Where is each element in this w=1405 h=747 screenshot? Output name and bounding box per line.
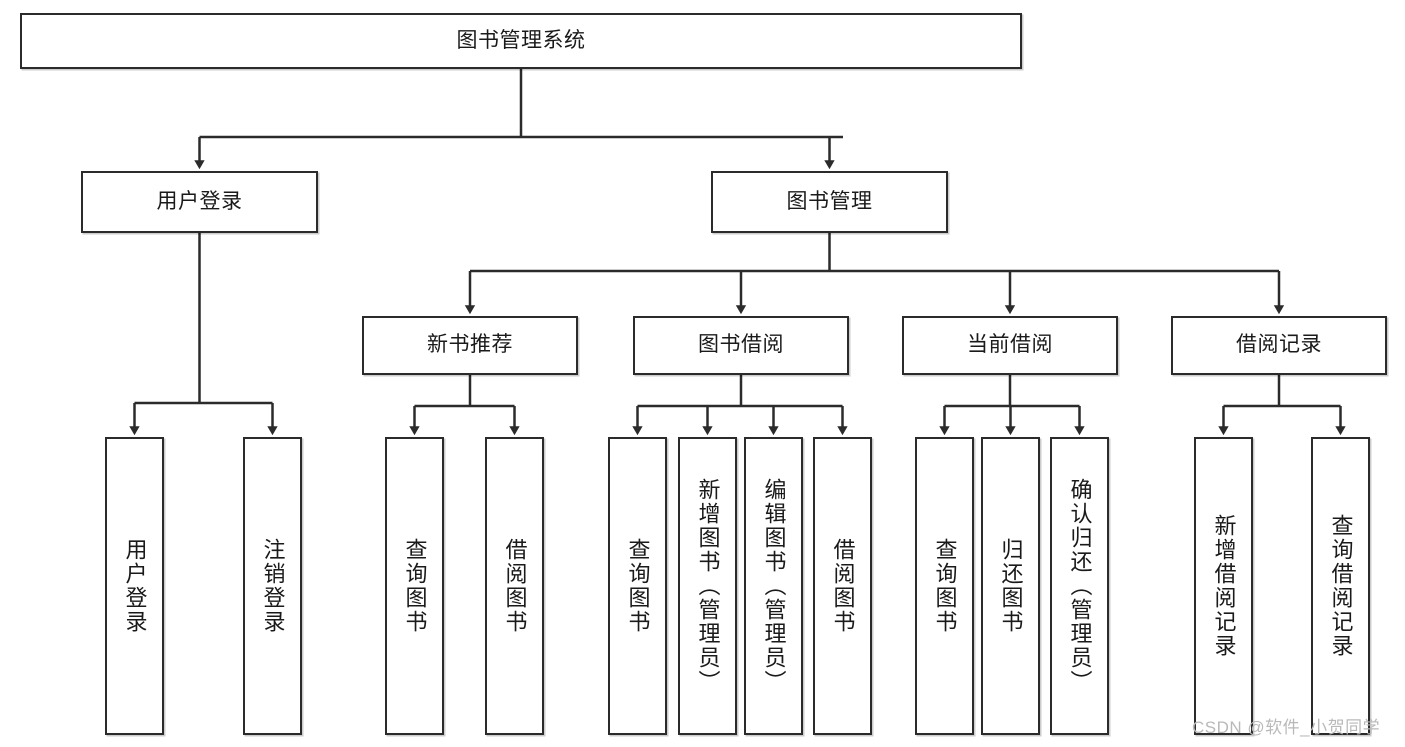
- node-leaf-add-book-label: 新增图书（管理员）: [695, 478, 721, 694]
- node-leaf-edit-book-label: 编辑图书（管理员）: [761, 478, 787, 694]
- node-leaf-return-book-label: 归还图书: [998, 538, 1024, 634]
- node-leaf-query-book-2[interactable]: 查询图书: [608, 437, 667, 735]
- node-leaf-borrow-book-1[interactable]: 借阅图书: [485, 437, 544, 735]
- node-borrow-record[interactable]: 借阅记录: [1171, 316, 1387, 375]
- connector-group-user-login: [129, 233, 278, 436]
- node-root-label: 图书管理系统: [456, 28, 586, 52]
- connector-group-current-borrow: [939, 375, 1085, 436]
- node-leaf-query-book-3[interactable]: 查询图书: [915, 437, 974, 735]
- connector-group-borrow-record: [1218, 375, 1346, 436]
- node-leaf-user-login-label: 用户登录: [122, 538, 148, 634]
- node-leaf-borrow-book-2-label: 借阅图书: [830, 538, 856, 634]
- node-leaf-edit-book[interactable]: 编辑图书（管理员）: [744, 437, 803, 735]
- node-leaf-add-record[interactable]: 新增借阅记录: [1194, 437, 1253, 735]
- node-borrow-record-label: 借阅记录: [1236, 333, 1322, 357]
- node-book-borrow-label: 图书借阅: [698, 333, 784, 357]
- node-book-borrow[interactable]: 图书借阅: [633, 316, 849, 375]
- node-user-login-label: 用户登录: [156, 189, 243, 213]
- node-leaf-borrow-book-2[interactable]: 借阅图书: [813, 437, 872, 735]
- node-leaf-user-logout[interactable]: 注销登录: [243, 437, 302, 735]
- node-leaf-add-book[interactable]: 新增图书（管理员）: [678, 437, 737, 735]
- node-leaf-query-book-3-label: 查询图书: [932, 538, 958, 634]
- connector-group-book-borrow: [632, 375, 848, 436]
- node-new-book-rec-label: 新书推荐: [427, 333, 513, 357]
- node-leaf-confirm-return-label: 确认归还（管理员）: [1067, 478, 1093, 694]
- node-root[interactable]: 图书管理系统: [20, 13, 1022, 69]
- node-user-login[interactable]: 用户登录: [81, 171, 318, 233]
- node-leaf-confirm-return[interactable]: 确认归还（管理员）: [1050, 437, 1109, 735]
- node-leaf-add-record-label: 新增借阅记录: [1211, 514, 1237, 658]
- node-book-manage[interactable]: 图书管理: [711, 171, 948, 233]
- node-leaf-return-book[interactable]: 归还图书: [981, 437, 1040, 735]
- node-leaf-query-book-2-label: 查询图书: [625, 538, 651, 634]
- node-leaf-query-record-label: 查询借阅记录: [1328, 514, 1354, 658]
- node-leaf-user-login[interactable]: 用户登录: [105, 437, 164, 735]
- node-leaf-query-record[interactable]: 查询借阅记录: [1311, 437, 1370, 735]
- node-new-book-rec[interactable]: 新书推荐: [362, 316, 578, 375]
- connector-group-book-manage: [464, 233, 1285, 315]
- node-leaf-query-book-1-label: 查询图书: [402, 538, 428, 634]
- csdn-watermark: CSDN @软件_小贺同学: [1192, 718, 1381, 737]
- node-leaf-borrow-book-1-label: 借阅图书: [502, 538, 528, 634]
- connector-group-new-book-rec: [409, 375, 520, 436]
- node-book-manage-label: 图书管理: [786, 189, 873, 213]
- node-current-borrow-label: 当前借阅: [967, 333, 1053, 357]
- node-leaf-query-book-1[interactable]: 查询图书: [385, 437, 444, 735]
- node-current-borrow[interactable]: 当前借阅: [902, 316, 1118, 375]
- connector-group-root: [194, 69, 843, 170]
- node-leaf-user-logout-label: 注销登录: [260, 538, 286, 634]
